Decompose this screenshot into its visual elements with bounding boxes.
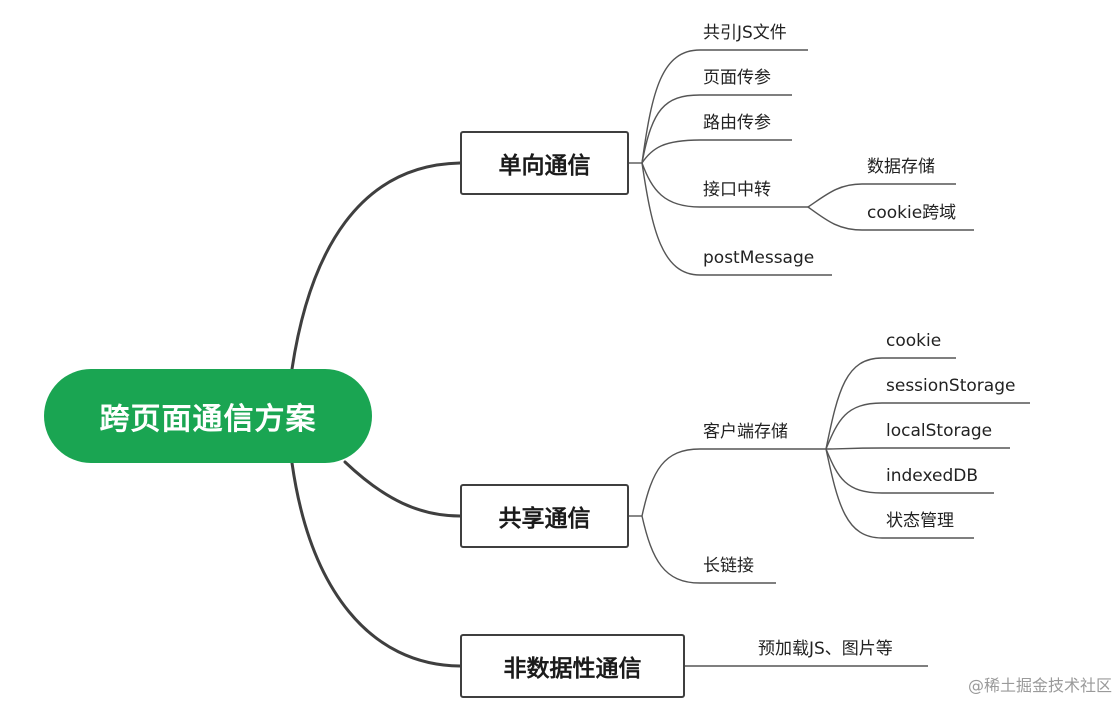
edge-api-relay-to-cookie-cross-domain xyxy=(807,206,863,231)
leaf-postmessage: postMessage xyxy=(703,248,815,268)
edge-unidirectional-to-shared-js xyxy=(641,49,701,164)
edge-client-storage-to-cookie xyxy=(825,357,883,450)
edge-unidirectional-to-route-params xyxy=(641,139,701,164)
edge-api-relay-to-data-storage xyxy=(807,183,863,208)
branch-node-non-data: 非数据性通信 xyxy=(460,634,685,698)
leaf-page-params: 页面传参 xyxy=(703,68,771,88)
root-node-label: 跨页面通信方案 xyxy=(99,402,317,437)
leaf-cookie-cross-domain: cookie跨域 xyxy=(867,203,957,223)
edge-shared-to-client-storage xyxy=(641,448,701,517)
leaf-shared-js: 共引JS文件 xyxy=(703,23,787,43)
leaf-cookie: cookie xyxy=(886,331,942,351)
branch-label: 共享通信 xyxy=(498,506,591,532)
edge-root-to-shared xyxy=(343,460,462,518)
edge-root-to-unidirectional xyxy=(290,161,462,371)
branch-label: 非数据性通信 xyxy=(503,656,642,682)
leaf-indexeddb: indexedDB xyxy=(886,466,978,486)
leaf-session-storage: sessionStorage xyxy=(886,376,1016,396)
leaf-local-storage: localStorage xyxy=(886,421,993,441)
leaf-client-storage: 客户端存储 xyxy=(703,422,788,442)
edge-client-storage-to-indexeddb xyxy=(825,448,883,494)
edge-unidirectional-to-api-relay xyxy=(641,162,701,208)
edge-client-storage-to-local-storage xyxy=(825,447,883,450)
edge-root-to-non-data xyxy=(290,461,462,668)
leaf-state-mgmt: 状态管理 xyxy=(886,511,954,531)
leaf-api-relay: 接口中转 xyxy=(703,180,771,200)
branch-node-unidirectional: 单向通信 xyxy=(460,131,629,195)
branch-label: 单向通信 xyxy=(498,153,591,179)
branch-node-shared: 共享通信 xyxy=(460,484,629,548)
edge-client-storage-to-state-mgmt xyxy=(825,448,883,539)
edge-client-storage-to-session-storage xyxy=(825,402,883,450)
edge-unidirectional-to-postmessage xyxy=(641,162,701,276)
edge-shared-to-long-connection xyxy=(641,515,701,584)
leaf-preload: 预加载JS、图片等 xyxy=(758,639,893,659)
edge-unidirectional-to-page-params xyxy=(641,94,701,164)
leaf-data-storage: 数据存储 xyxy=(867,157,935,177)
root-node: 跨页面通信方案 xyxy=(44,369,372,463)
watermark: @稀土掘金技术社区 xyxy=(967,676,1112,695)
leaf-route-params: 路由传参 xyxy=(703,113,771,133)
leaf-long-connection: 长链接 xyxy=(703,556,754,576)
